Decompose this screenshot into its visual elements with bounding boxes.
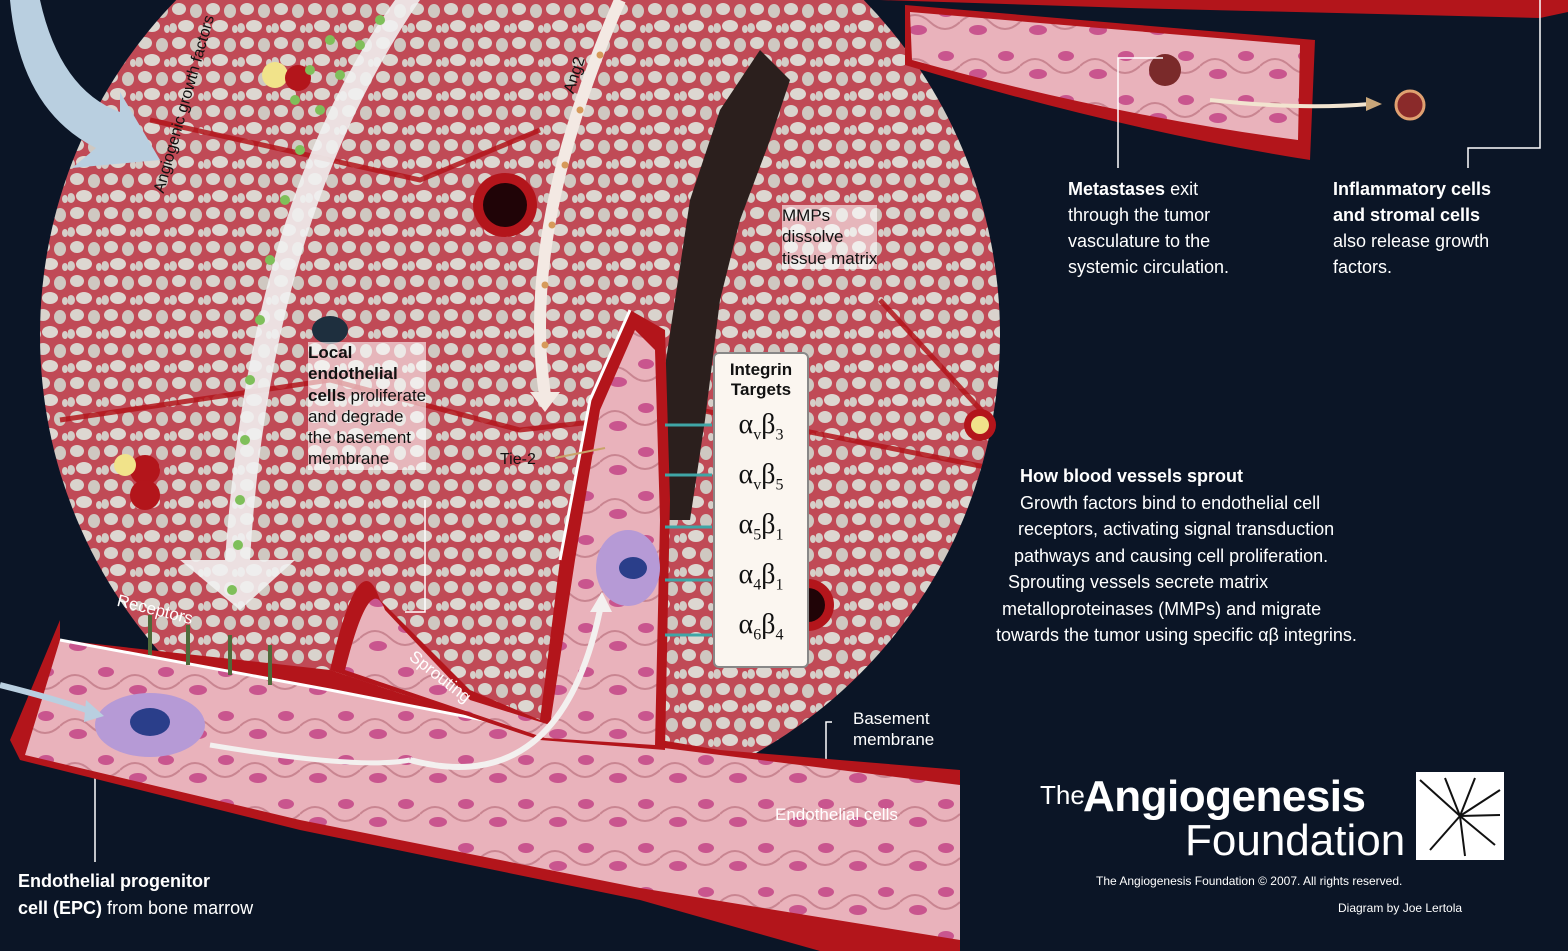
sprout-explanation: How blood vessels sprout Growth factors … — [1000, 463, 1357, 649]
basement-membrane-label: Basement membrane — [853, 708, 934, 751]
logo-starburst-icon — [1416, 772, 1504, 860]
integrin-item: α5β1 — [715, 500, 807, 550]
mmps-label: MMPs dissolve tissue matrix — [782, 205, 877, 269]
logo-mark-rays — [1420, 778, 1500, 856]
integrin-targets-box: Integrin Targets αvβ3 αvβ5 α5β1 α4β1 α6β… — [713, 352, 809, 668]
integrin-item: αvβ5 — [715, 450, 807, 500]
inflammatory-text: Inflammatory cells and stromal cells als… — [1333, 176, 1491, 280]
integrin-item: αvβ3 — [715, 400, 807, 450]
credit-text: Diagram by Joe Lertola — [1338, 901, 1462, 915]
integrin-title: Integrin Targets — [715, 360, 807, 400]
metastases-text: Metastases exit through the tumor vascul… — [1068, 176, 1229, 280]
integrin-item: α6β4 — [715, 600, 807, 650]
logo-mark — [1416, 772, 1504, 860]
logo-the: The — [1040, 780, 1085, 811]
endothelial-cells-label: Endothelial cells — [775, 804, 898, 825]
logo-subtitle: Foundation — [1185, 816, 1405, 866]
logo-title: Angiogenesis — [1083, 772, 1366, 822]
epc-label: Endothelial progenitor cell (EPC) from b… — [18, 868, 253, 922]
local-endothelial-label: Local endothelial cells proliferate and … — [308, 342, 426, 470]
copyright-text: The Angiogenesis Foundation © 2007. All … — [1096, 874, 1402, 888]
sprout-title: How blood vessels sprout — [1020, 463, 1357, 490]
integrin-item: α4β1 — [715, 550, 807, 600]
tie2-label: Tie-2 — [500, 450, 536, 470]
